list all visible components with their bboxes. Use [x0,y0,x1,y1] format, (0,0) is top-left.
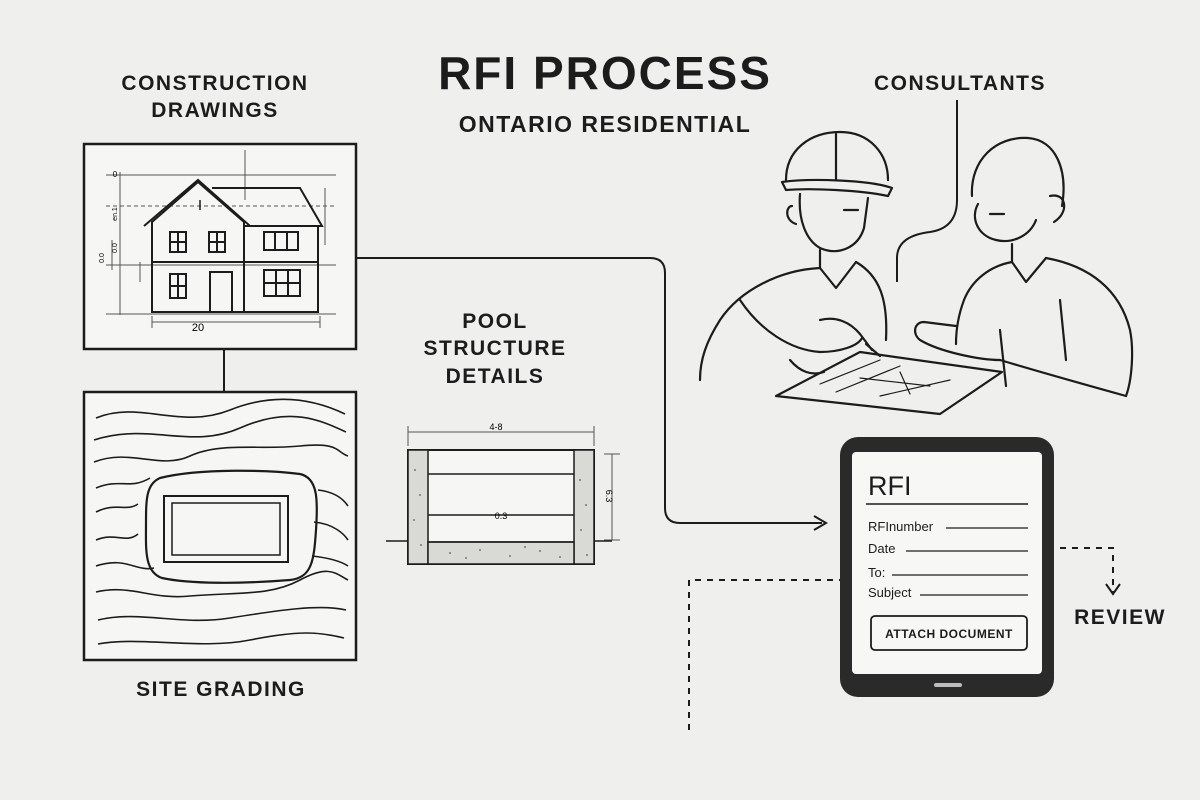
connector-lines [223,100,1121,730]
consultant-figure-right [914,136,1134,398]
rfi-to-field-label: To: [868,565,885,580]
drawings-to-rfi-arrow [357,257,822,524]
house-dim-side-far: 0.0 [99,253,106,263]
rfi-number-field-label: RFInumber [868,519,934,534]
attach-document-label: ATTACH DOCUMENT [885,627,1013,641]
pool-structure-label: POOL STRUCTURE DETAILS [410,308,580,390]
consultant-hardhat-figure [698,130,894,382]
drawing-gridlines [106,150,336,328]
pool-outline-plan [144,469,318,584]
pool-section-drawing: 4-8 0.3 6.3 [386,422,620,565]
house-dim-top: 0 [113,170,118,179]
arrowhead-rfi [813,515,828,531]
rfi-tablet: RFI RFInumber Date To: Subject ATTACH DO… [840,437,1054,697]
rfi-date-field-label: Date [868,541,895,556]
consultants-illustration [698,130,1134,416]
tablet-home-indicator [934,683,962,687]
house-dim-side-1: en.1 [112,207,119,221]
attach-document-button[interactable]: ATTACH DOCUMENT [870,615,1028,651]
construction-drawings-label-line2: DRAWINGS [151,99,279,123]
contour-lines [93,398,349,645]
pool-label-line3: DETAILS [445,364,545,388]
pool-rect-outer [163,495,289,563]
construction-drawings-label-line1: CONSTRUCTION [121,72,309,95]
pool-top-dimension: 4-8 [489,422,502,432]
review-label: REVIEW [1074,606,1166,629]
pool-label-line1: POOL [462,310,528,333]
dashed-review-line [1060,547,1114,592]
rfi-form-heading: RFI [868,471,912,501]
arrowhead-review [1105,583,1121,596]
site-grading-panel [82,390,358,662]
rfi-form-fields: RFInumber Date To: Subject [868,519,1028,600]
house-elevation [143,178,324,313]
plan-sheet-lines [819,359,951,397]
consultants-pointer-line [896,100,958,282]
page-title: RFI PROCESS [438,47,772,99]
pool-rect-inner [171,502,281,556]
dashed-return-line [688,579,840,730]
construction-drawings-panel: 20 0 en.1 0.0 0.0 [82,142,358,351]
house-width-dimension: 20 [192,322,204,334]
house-dim-side-2: 0.0 [112,243,119,253]
rfi-subject-field-label: Subject [868,585,912,600]
pool-side-dimension: 6.3 [604,490,614,503]
plan-sheet [774,350,1004,416]
consultants-label: CONSULTANTS [873,72,1047,95]
construction-drawings-label: CONSTRUCTION DRAWINGS [90,70,340,125]
page-subtitle: ONTARIO RESIDENTIAL [458,111,752,137]
pool-inner-dimension: 0.3 [495,511,508,521]
pool-label-line2: STRUCTURE [423,337,567,361]
concrete-stipple [413,469,588,559]
site-grading-label: SITE GRADING [136,678,306,701]
